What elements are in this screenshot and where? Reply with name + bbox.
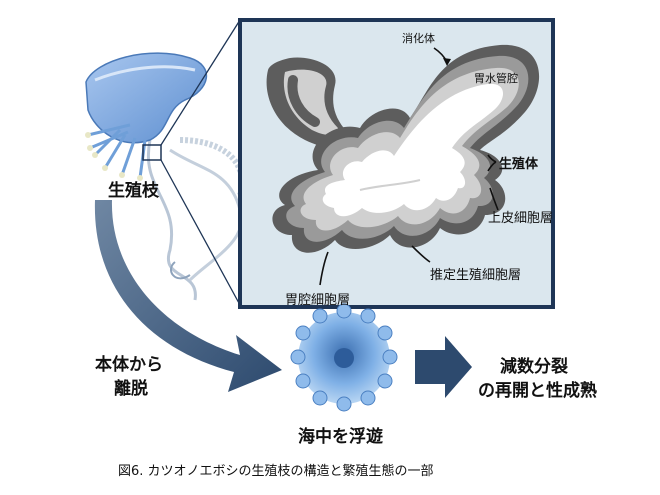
- label-epidermal-layer: 上皮細胞層: [488, 211, 554, 226]
- label-putative-germ-layer: 推定生殖細胞層: [430, 268, 522, 283]
- label-digestive-body: 消化体: [402, 32, 435, 45]
- label-resume-line1: 減数分裂: [500, 357, 568, 377]
- label-gastrovascular-cavity: 胃水管腔: [474, 72, 518, 85]
- detach-arrow: [94, 200, 282, 392]
- progress-arrow: [415, 336, 472, 398]
- label-detach-line2: 離脱: [114, 379, 148, 399]
- label-resume-line2: の再開と性成熟: [478, 381, 597, 401]
- figure-caption: 図6. カツオノエボシの生殖枝の構造と繁殖生態の一部: [118, 464, 434, 479]
- label-reproductive-branch: 生殖枝: [108, 181, 159, 201]
- zoom-line-top: [160, 19, 241, 146]
- label-floating: 海中を浮遊: [298, 427, 383, 447]
- floating-cluster: [290, 303, 398, 412]
- zoom-line-bottom: [160, 159, 241, 306]
- label-gonophore: 生殖体: [499, 157, 539, 172]
- man-o-war-illustration: [85, 52, 245, 301]
- zoom-box: [142, 144, 162, 161]
- label-gastric-cell-layer: 胃腔細胞層: [285, 293, 351, 308]
- label-detach-line1: 本体から: [95, 355, 163, 375]
- gonophore-cross-section: [266, 44, 540, 253]
- pointer-arrows: [319, 47, 499, 286]
